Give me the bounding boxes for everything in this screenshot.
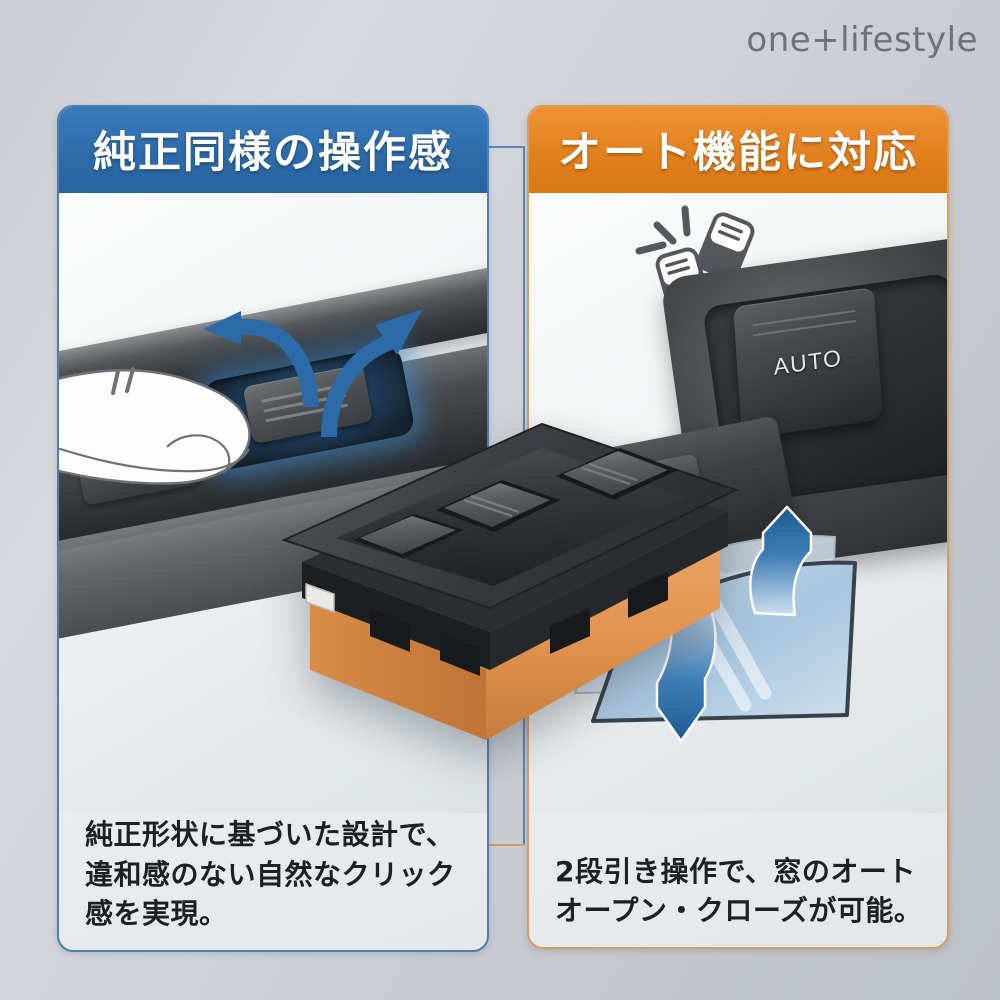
product-switch-unit	[250, 340, 750, 740]
connector-line-bottom	[487, 844, 525, 846]
caption-line: 違和感のない自然なクリック	[85, 857, 456, 891]
caption-line: 2段引き操作で、窓のオート	[555, 854, 916, 888]
caption-line: 感を実現。	[85, 897, 228, 931]
auto-switch-button: AUTO	[733, 287, 883, 439]
caption-line: オープン・クローズが可能。	[555, 894, 923, 928]
panel-right-header: オート機能に対応	[529, 107, 947, 193]
connector-line-top	[487, 146, 525, 148]
auto-switch-label: AUTO	[772, 344, 844, 380]
panel-right-caption: 2段引き操作で、窓のオート オープン・クローズが可能。	[529, 852, 947, 932]
brand-logo: one+lifestyle	[746, 20, 978, 60]
feature-panel-right: オート機能に対応	[527, 105, 949, 949]
arrow-down-curved	[181, 311, 331, 431]
panel-left-header: 純正同様の操作感	[59, 107, 487, 193]
arrow-up-curved	[305, 303, 445, 443]
caption-line: 純正形状に基づいた設計で、	[85, 817, 455, 851]
hand-illustration	[59, 331, 359, 531]
panel-left-caption: 純正形状に基づいた設計で、 違和感のない自然なクリック 感を実現。	[59, 815, 487, 934]
